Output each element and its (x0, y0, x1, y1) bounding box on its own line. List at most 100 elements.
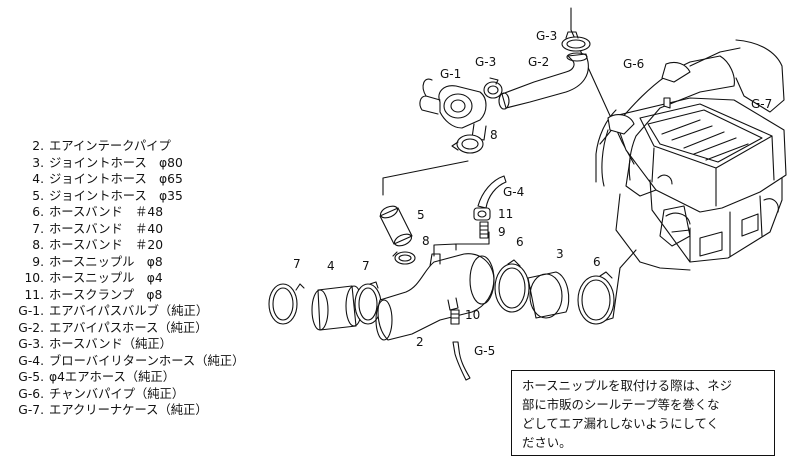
callout-g3-upper: G-3 (536, 29, 557, 43)
callout-6-left: 6 (516, 235, 524, 249)
callout-3: 3 (556, 247, 564, 261)
part-code: 10. (24, 271, 44, 285)
callout-2: 2 (416, 335, 424, 349)
part-row: 11. ホースクランプ φ8 (6, 287, 268, 304)
part-row: 9. ホースニップル φ8 (6, 254, 268, 271)
part-desc: ジョイントホース φ80 (49, 155, 183, 170)
part-code: G-4. (18, 353, 44, 368)
part-row: 3. ジョイントホース φ80 (6, 155, 268, 172)
part-code: 11. (24, 287, 44, 302)
callout-g3-lower: G-3 (475, 55, 496, 69)
part-code: G-3. (18, 337, 44, 351)
note-line: ホースニップルを取付ける際は、ネジ (522, 378, 733, 393)
callout-labels: G-1 G-3 G-2 G-3 G-6 G-7 G-4 11 9 8 5 8 6… (293, 29, 772, 358)
callout-g5: G-5 (474, 344, 495, 358)
part-desc: ホースクランプ φ8 (49, 287, 163, 302)
callout-4: 4 (327, 259, 335, 273)
part-row: 4. ジョイントホース φ65 (6, 171, 268, 188)
part-desc: ジョイントホース φ35 (49, 188, 183, 203)
part-code: 8. (32, 238, 44, 252)
hose-band-7-right (354, 281, 382, 325)
part-code: 7. (32, 221, 44, 236)
part-desc: ブローバイリターンホース（純正） (49, 353, 245, 368)
note-line: どしてエア漏れしないようにしてく (522, 416, 719, 431)
part-code: G-1. (18, 304, 44, 318)
note-line: 部に市販のシールテープ等を巻くな (522, 397, 720, 412)
parts-list: 2. エアインテークパイプ 3. ジョイントホース φ80 4. ジョイントホース φ… (6, 138, 268, 419)
part-code: 6. (32, 205, 44, 219)
air-cleaner-case-g7 (613, 97, 787, 271)
part-desc: ホースバンド ＃20 (49, 238, 164, 252)
part-row: 5. ジョイントホース φ35 (6, 188, 268, 205)
hose-nipple-10 (450, 309, 460, 325)
callout-11: 11 (498, 207, 513, 221)
callout-g1: G-1 (440, 67, 461, 81)
part-row: G-7. エアクリーナケース（純正） (6, 402, 268, 419)
part-desc: エアクリーナケース（純正） (49, 403, 208, 417)
part-desc: ホースニップル φ4 (49, 271, 163, 285)
air-hose-g5 (452, 341, 471, 381)
callout-6-right: 6 (593, 255, 601, 269)
part-code: 3. (32, 155, 44, 170)
air-intake-pipe-2 (375, 253, 495, 341)
callout-g4: G-4 (503, 185, 524, 199)
part-code: G-2. (18, 320, 44, 335)
part-desc: エアインテークパイプ (49, 139, 171, 153)
part-desc: エアバイパスバルブ（純正） (49, 304, 209, 318)
blowby-hose-g4 (477, 175, 507, 209)
part-code: 9. (32, 254, 44, 269)
part-row: G-1. エアバイパスバルブ（純正） (6, 303, 268, 320)
part-code: 5. (32, 188, 44, 203)
hose-band-8-lower (392, 251, 416, 265)
part-desc: ホースバンド（純正） (49, 337, 172, 351)
hose-band-g3 (483, 31, 591, 99)
part-code: G-6. (18, 386, 44, 401)
joint-hose-4 (311, 285, 363, 331)
part-desc: エアバイパスホース（純正） (49, 320, 208, 335)
part-row: G-2. エアバイパスホース（純正） (6, 320, 268, 337)
part-code: 2. (32, 139, 44, 153)
part-row: 8. ホースバンド ＃20 (6, 237, 268, 254)
installation-note: ホースニップルを取付ける際は、ネジ 部に市販のシールテープ等を巻くな どしてエア… (511, 370, 775, 456)
part-row: G-6. チャンバパイプ（純正） (6, 386, 268, 403)
part-row: 6. ホースバンド ＃48 (6, 204, 268, 221)
part-desc: ホースニップル φ8 (49, 254, 163, 269)
part-row: 2. エアインテークパイプ (6, 138, 268, 155)
part-code: 4. (32, 172, 44, 186)
part-row: G-3. ホースバンド（純正） (6, 336, 268, 353)
hose-nipple-9 (479, 221, 489, 239)
part-code: G-5. (18, 370, 44, 384)
joint-hose-3 (527, 271, 570, 319)
part-desc: ホースバンド ＃48 (49, 205, 164, 219)
part-row: 7. ホースバンド ＃40 (6, 221, 268, 238)
bypass-hose-g2 (498, 52, 589, 110)
part-row: 10. ホースニップル φ4 (6, 270, 268, 287)
hose-band-6-right (577, 271, 615, 325)
callout-8-lower: 8 (422, 234, 430, 248)
part-desc: ジョイントホース φ65 (49, 172, 183, 186)
callout-7-left: 7 (293, 257, 301, 271)
callout-7-right: 7 (362, 259, 370, 273)
callout-g2: G-2 (528, 55, 549, 69)
hose-band-8-upper (451, 134, 484, 154)
note-line: ださい。 (522, 435, 572, 450)
bypass-valve-g1 (419, 78, 487, 141)
callout-g7: G-7 (751, 97, 772, 111)
part-code: G-7. (18, 403, 44, 417)
callout-9: 9 (498, 225, 506, 239)
hose-clamp-11 (473, 207, 491, 221)
part-row: G-4. ブローバイリターンホース（純正） (6, 353, 268, 370)
part-desc: ホースバンド ＃40 (49, 221, 164, 236)
callout-10: 10 (465, 308, 480, 322)
chamber-pipe-g6 (595, 39, 785, 187)
callout-5: 5 (417, 208, 425, 222)
callout-g6: G-6 (623, 57, 644, 71)
hose-band-7-left (268, 283, 305, 325)
part-desc: チャンバパイプ（純正） (49, 386, 185, 401)
part-row: G-5. φ4エアホース（純正） (6, 369, 268, 386)
callout-8-upper: 8 (490, 128, 498, 142)
joint-hose-5 (379, 205, 413, 247)
hose-band-6-left (494, 259, 530, 313)
part-desc: φ4エアホース（純正） (49, 370, 175, 384)
